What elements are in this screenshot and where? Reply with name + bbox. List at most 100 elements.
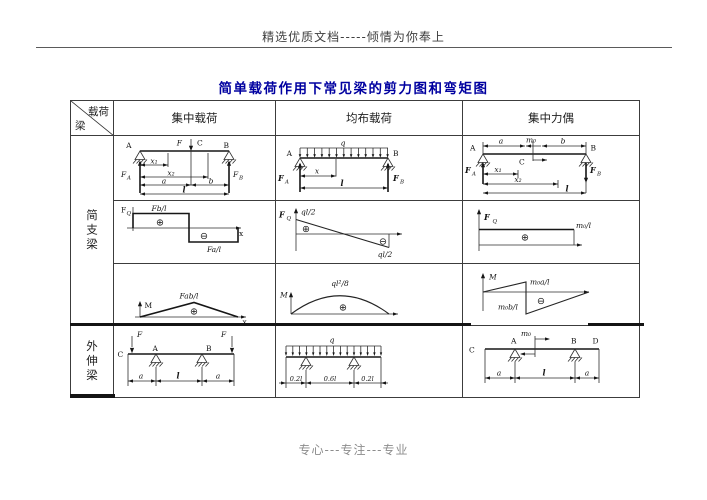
label-B: B xyxy=(206,344,212,353)
dim-l: l xyxy=(182,185,185,195)
sign-plus: ⊕ xyxy=(302,224,310,235)
moment-curve xyxy=(139,301,239,318)
dim-b: b xyxy=(561,137,566,146)
axes xyxy=(293,208,402,251)
shear-curve xyxy=(295,218,390,249)
label-FQ-sub: Q xyxy=(127,211,132,217)
label-C: C xyxy=(118,350,124,359)
corner-diagonal xyxy=(71,101,113,135)
label-q: q xyxy=(330,336,335,345)
sign-plus: ⊕ xyxy=(339,303,347,314)
dim-x2: x₂ xyxy=(514,175,521,184)
corner-label-load: 载荷 xyxy=(88,106,109,118)
label-FA: F xyxy=(464,165,472,175)
value-m0a-l: m₀a/l xyxy=(530,278,550,287)
corner-label-beam: 梁 xyxy=(75,120,86,132)
document-footer-text: 专心---专注---专业 xyxy=(298,443,409,457)
label-A: A xyxy=(469,144,476,153)
beam-structure xyxy=(132,139,237,193)
label-FB: F xyxy=(589,165,597,175)
dim-a: a xyxy=(499,137,503,146)
sign-minus: ⊖ xyxy=(537,296,545,307)
section-divider-thick-right xyxy=(588,323,644,326)
label-M: M xyxy=(145,301,153,310)
diagram-ss-uniform-load: q A B F A F B x l xyxy=(277,139,404,192)
cell-moment-uniform-load: M ql²/8 ⊕ xyxy=(276,264,463,326)
diagram-moment-uniform-load: M ql²/8 ⊕ xyxy=(279,279,398,316)
dimension-lines xyxy=(140,163,229,196)
shear-curve xyxy=(132,212,239,243)
value-Fab-l: Fab/l xyxy=(179,292,199,301)
header-divider-line xyxy=(36,47,672,48)
dim-l: l xyxy=(565,184,568,194)
dimension-lines xyxy=(484,349,600,383)
axes xyxy=(127,207,241,231)
dim-a-right: a xyxy=(585,369,589,378)
label-FB: F xyxy=(392,173,400,183)
moment-curve xyxy=(290,295,390,315)
label-FB-sub: B xyxy=(399,180,404,186)
moment-curve xyxy=(482,281,590,315)
beam-structure xyxy=(485,336,599,362)
label-FA: F xyxy=(277,173,285,183)
dimension-lines xyxy=(300,174,388,190)
label-FQ-sub: Q xyxy=(287,216,292,222)
label-FQ: F xyxy=(278,210,286,220)
dim-x1: x₁ xyxy=(494,165,501,174)
label-A: A xyxy=(510,337,517,346)
cell-ss-couple: A B C m₀ a b F A F B x₁ x₂ l xyxy=(463,136,639,201)
label-FQ: F xyxy=(121,206,126,215)
corner-cell: 载荷 梁 xyxy=(71,101,114,136)
label-q: q xyxy=(341,139,346,148)
column-header-concentrated-load: 集中载荷 xyxy=(114,101,276,136)
bottom-left-thick-mark xyxy=(70,394,115,398)
diagram-shear-couple: F Q m₀/l ⊕ xyxy=(476,209,592,251)
label-D: D xyxy=(593,337,599,346)
cell-shear-point-load: F Q Fb/l Fa/l x ⊕ ⊖ xyxy=(114,201,276,264)
label-FB: F xyxy=(232,170,239,179)
label-A: A xyxy=(152,344,159,353)
section-divider-thick-left xyxy=(70,323,471,326)
label-FB-sub: B xyxy=(238,176,243,182)
value-m0b-l: m₀b/l xyxy=(498,303,518,312)
cell-overhang-couple: C A B D m₀ a l a xyxy=(463,326,639,397)
label-B: B xyxy=(571,337,577,346)
value-ql2-top: ql/2 xyxy=(301,208,316,217)
diagram-shear-uniform-load: F Q ql/2 ql/2 ⊕ ⊖ xyxy=(278,208,402,259)
dim-l: l xyxy=(340,178,343,188)
dim-x1: x₁ xyxy=(150,157,157,166)
diagram-overhang-uniform-load: q 0.2l 0.6l 0.2l xyxy=(279,336,388,388)
value-ql2-8: ql²/8 xyxy=(331,279,349,288)
beam-structure xyxy=(292,147,396,192)
dim-x: x xyxy=(315,167,320,176)
label-B: B xyxy=(224,141,230,150)
diagram-ss-couple: A B C m₀ a b F A F B x₁ x₂ l xyxy=(464,136,601,195)
label-C: C xyxy=(519,158,525,167)
beam-structure xyxy=(475,141,594,184)
label-B: B xyxy=(591,144,597,153)
cell-ss-uniform-load: q A B F A F B x l xyxy=(276,136,463,201)
sign-plus: ⊕ xyxy=(190,307,198,318)
beam-structure xyxy=(128,336,235,367)
label-FQ: F xyxy=(483,212,491,222)
label-A: A xyxy=(286,149,293,158)
column-header-distributed-load: 均布载荷 xyxy=(276,101,463,136)
sign-minus: ⊖ xyxy=(379,237,387,248)
axis-x: x xyxy=(239,229,244,238)
label-M: M xyxy=(279,291,288,300)
diagram-moment-point-load: M Fab/l ⊕ x xyxy=(135,292,248,326)
axis-x: x xyxy=(243,318,248,326)
label-FQ-sub: Q xyxy=(493,219,498,225)
axes xyxy=(480,273,589,311)
diagram-moment-couple: M m₀a/l m₀b/l ⊖ xyxy=(480,273,590,315)
value-Fa-l: Fa/l xyxy=(206,245,222,254)
axes xyxy=(288,292,398,316)
label-FA-sub: A xyxy=(284,180,289,186)
cell-moment-couple: M m₀a/l m₀b/l ⊖ xyxy=(463,264,639,326)
beam-diagram-table: 载荷 梁 集中载荷 均布载荷 集中力偶 简支梁 xyxy=(70,100,640,398)
cell-shear-couple: F Q m₀/l ⊕ xyxy=(463,201,639,264)
label-FA: F xyxy=(120,170,127,179)
dimension-lines xyxy=(127,354,235,386)
dimension-lines xyxy=(279,357,388,388)
